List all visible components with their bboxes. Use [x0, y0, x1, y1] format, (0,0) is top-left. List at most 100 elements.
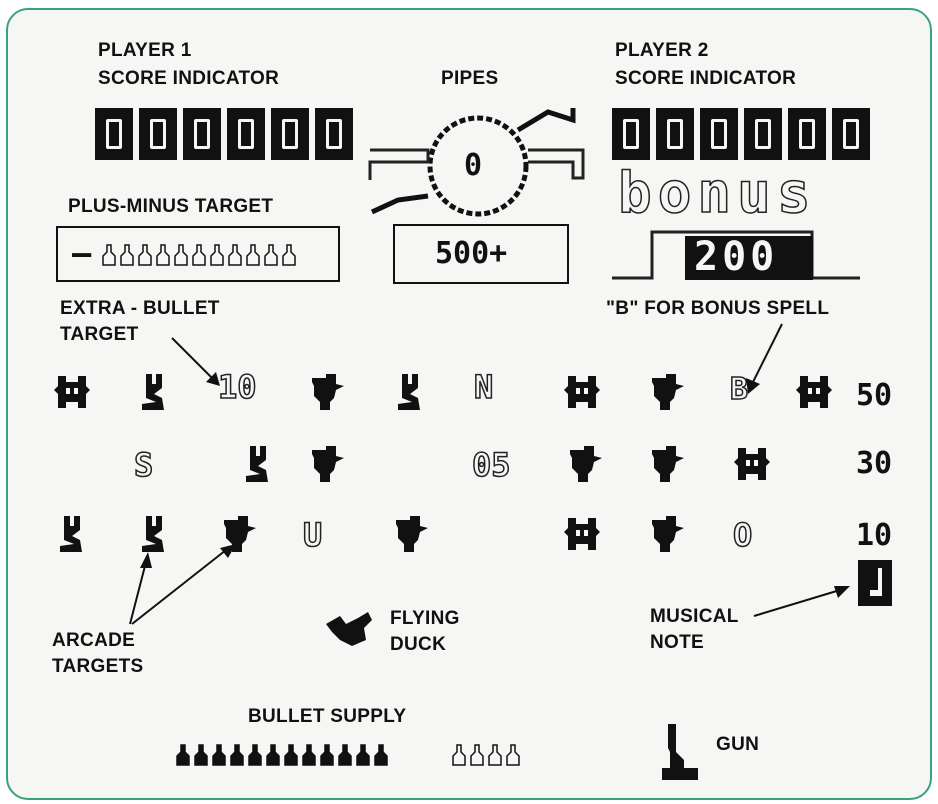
score-digit: 0	[183, 108, 221, 160]
bullet-icon	[282, 244, 296, 266]
extra-bullet-label-line1: EXTRA - BULLET	[60, 298, 220, 319]
player1-label-line1: PLAYER 1	[98, 40, 192, 61]
score-digit: 0	[95, 108, 133, 160]
musical-note-arrow-icon	[753, 586, 850, 617]
zero-five-target: 05	[471, 445, 511, 485]
bullet-icon	[230, 744, 244, 766]
gun-label: GUN	[716, 734, 760, 755]
score-digit: 0	[271, 108, 309, 160]
flying-duck-icon	[326, 612, 372, 646]
score-digit: 0	[315, 108, 353, 160]
arcade-target-bird-icon	[652, 446, 684, 482]
bullet-icon	[102, 244, 116, 266]
score-digit: 0	[227, 108, 265, 160]
bonus-spell-arrow-icon	[746, 323, 783, 394]
row-value-middle: 30	[856, 446, 893, 481]
arcade-target-crab-icon	[564, 518, 600, 550]
bullet-icon	[266, 744, 280, 766]
minus-sign: –	[72, 234, 92, 272]
bullet-icon	[320, 744, 334, 766]
letter-b-target: B	[729, 371, 749, 408]
player1-label-line2: SCORE INDICATOR	[98, 68, 280, 89]
bullet-supply-empty	[452, 744, 524, 771]
bullet-icon	[488, 744, 502, 766]
arcade-target-crab-icon	[54, 376, 90, 408]
arcade-target-bird-icon	[570, 446, 602, 482]
bullet-icon	[210, 244, 224, 266]
bullet-icon	[470, 744, 484, 766]
bullet-icon	[120, 244, 134, 266]
bullet-icon	[284, 744, 298, 766]
pipes-label: PIPES	[441, 68, 499, 89]
bullet-icon	[194, 744, 208, 766]
arcade-target-rabbit-icon	[398, 374, 420, 410]
player1-score-indicator: 000000	[95, 108, 353, 160]
musical-note-label-line1: MUSICAL	[650, 606, 739, 627]
musical-note-icon	[858, 560, 892, 606]
arcade-target-crab-icon	[796, 376, 832, 408]
bonus-value: 200	[694, 234, 779, 280]
row-value-top: 50	[856, 378, 893, 413]
arcade-target-crab-icon	[734, 448, 770, 480]
arcade-target-rabbit-icon	[246, 446, 268, 482]
row-value-bottom: 10	[856, 518, 893, 553]
arcade-target-rabbit-icon	[142, 516, 164, 552]
arcade-target-rabbit-icon	[142, 374, 164, 410]
bullet-icon	[176, 744, 190, 766]
plus-minus-label: PLUS-MINUS TARGET	[68, 196, 274, 217]
bullet-icon	[338, 744, 352, 766]
pipes-value-box: 500+	[393, 224, 569, 284]
bonus-word: bonus	[617, 161, 817, 226]
plus-minus-target: –	[56, 226, 340, 282]
gun-icon	[662, 724, 698, 780]
extra-bullet-target: 10	[217, 367, 257, 407]
arcade-target-bird-icon	[312, 374, 344, 410]
letter-n-target: N	[473, 367, 494, 407]
arcade-target-bird-icon	[312, 446, 344, 482]
plus-minus-bottles	[102, 244, 300, 271]
flying-duck-label-line2: DUCK	[390, 634, 447, 655]
pipes-wheel-icon	[368, 108, 585, 217]
pipes-center-value: 0	[464, 148, 483, 183]
score-digit: 0	[656, 108, 694, 160]
bullet-icon	[356, 744, 370, 766]
score-digit: 0	[612, 108, 650, 160]
bullet-icon	[302, 744, 316, 766]
extra-bullet-arrow-icon	[171, 337, 220, 386]
letter-s-target: S	[133, 445, 154, 485]
score-digit: 0	[832, 108, 870, 160]
arcade-target-bird-icon	[224, 516, 256, 552]
player2-label-line1: PLAYER 2	[615, 40, 709, 61]
bullet-icon	[138, 244, 152, 266]
bonus-platform-icon	[612, 230, 860, 280]
score-digit: 0	[700, 108, 738, 160]
bullet-icon	[248, 744, 262, 766]
player2-score-indicator: 000000	[612, 108, 870, 160]
bullet-supply-full	[176, 744, 392, 771]
arcade-target-rabbit-icon	[60, 516, 82, 552]
bullet-icon	[156, 244, 170, 266]
score-digit: 0	[139, 108, 177, 160]
bullet-icon	[264, 244, 278, 266]
pipes-box-value: 500+	[435, 236, 508, 271]
bonus-spell-label: "B" FOR BONUS SPELL	[606, 298, 830, 319]
bullet-icon	[246, 244, 260, 266]
arcade-target-bird-icon	[652, 374, 684, 410]
arcade-label-line1: ARCADE	[52, 630, 136, 651]
bullet-icon	[212, 744, 226, 766]
bullet-icon	[192, 244, 206, 266]
bullet-icon	[506, 744, 520, 766]
arcade-arrows-icon	[129, 544, 236, 625]
bullet-icon	[174, 244, 188, 266]
bonus-value-box	[685, 236, 813, 280]
bullet-supply-label: BULLET SUPPLY	[248, 706, 407, 727]
score-digit: 0	[788, 108, 826, 160]
flying-duck-label-line1: FLYING	[390, 608, 460, 629]
arcade-target-crab-icon	[564, 376, 600, 408]
bullet-icon	[374, 744, 388, 766]
letter-u-target: U	[302, 515, 323, 555]
bullet-icon	[452, 744, 466, 766]
arcade-target-bird-icon	[396, 516, 428, 552]
arcade-label-line2: TARGETS	[52, 656, 144, 677]
arcade-target-bird-icon	[652, 516, 684, 552]
